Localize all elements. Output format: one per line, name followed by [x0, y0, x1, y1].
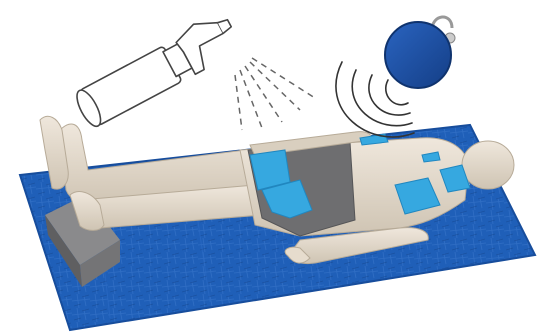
spray-mist-lines — [235, 58, 315, 130]
spray-bottle-icon — [70, 9, 243, 129]
wireless-tag-icon — [385, 17, 455, 88]
